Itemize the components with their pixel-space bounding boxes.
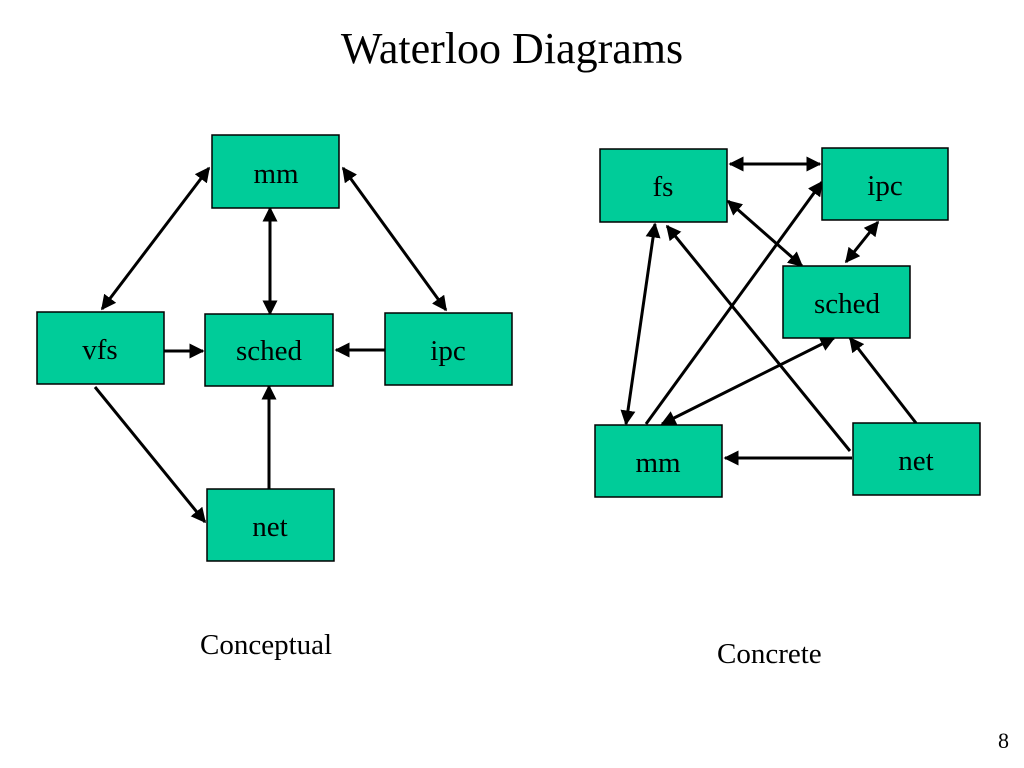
edge-ipc-sched — [844, 220, 880, 264]
node-label: net — [252, 511, 287, 543]
edge-mm-ipc — [341, 166, 448, 312]
edge-vfs-net — [93, 386, 207, 524]
conceptual-diagram: mm vfs sched ipc net — [36, 134, 513, 562]
caption-conceptual: Conceptual — [200, 629, 333, 661]
node-vfs: vfs — [36, 311, 165, 385]
node-net: net — [206, 488, 335, 562]
slide-title: Waterloo Diagrams — [340, 24, 684, 73]
node-fs: fs — [599, 148, 728, 223]
node-label: vfs — [82, 334, 117, 366]
edge-net-sched — [848, 336, 918, 424]
node-label: fs — [653, 171, 674, 203]
edge-fs-sched — [726, 199, 804, 268]
node-label: ipc — [430, 335, 465, 367]
concrete-diagram: fs ipc sched mm net — [594, 147, 981, 498]
concrete-nodes: fs ipc sched mm net — [594, 147, 981, 498]
caption-concrete: Concrete — [717, 638, 822, 670]
node-label: sched — [236, 335, 303, 367]
node-label: ipc — [867, 170, 902, 202]
concrete-edges — [620, 156, 918, 466]
node-label: mm — [635, 447, 681, 479]
node-mm: mm — [594, 424, 723, 498]
node-ipc: ipc — [821, 147, 949, 221]
page-number: 8 — [998, 728, 1009, 753]
node-mm: mm — [211, 134, 340, 209]
edge-fs-mm — [620, 222, 661, 426]
node-net: net — [852, 422, 981, 496]
node-label: net — [898, 445, 933, 477]
node-sched: sched — [204, 313, 334, 387]
edge-net-fs — [665, 224, 852, 452]
conceptual-edges — [93, 166, 448, 524]
node-label: sched — [814, 288, 881, 320]
edge-sched-mm — [660, 336, 836, 426]
conceptual-nodes: mm vfs sched ipc net — [36, 134, 513, 562]
node-sched: sched — [782, 265, 911, 339]
node-ipc: ipc — [384, 312, 513, 386]
edge-mm-vfs — [100, 166, 211, 311]
node-label: mm — [253, 158, 299, 190]
